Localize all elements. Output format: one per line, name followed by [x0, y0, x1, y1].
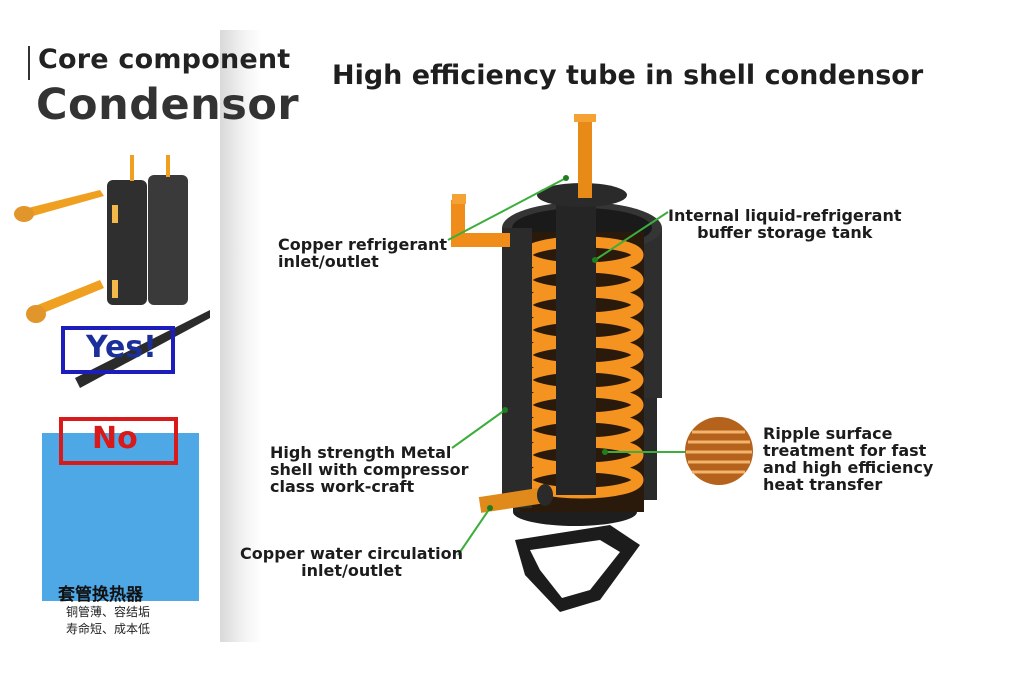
heading-bar — [28, 46, 30, 80]
leader-lines — [447, 177, 685, 556]
no-frame — [59, 417, 178, 465]
no-caption-line1: 铜管薄、容结垢 — [66, 605, 151, 619]
yes-condenser-image — [14, 155, 210, 388]
callout-line: inlet/outlet — [301, 561, 402, 580]
callout-ripple-surface: Ripple surface treatment for fast and hi… — [763, 425, 933, 493]
callout-line: and high efficiency — [763, 458, 934, 477]
condenser-diagram — [451, 114, 753, 612]
no-caption-title: 套管换热器 — [58, 585, 143, 605]
callout-line: Copper water circulation — [240, 544, 464, 563]
callout-line: inlet/outlet — [278, 252, 379, 271]
no-label: No — [92, 421, 138, 456]
callout-metal-shell: High strength Metal shell with compresso… — [270, 444, 468, 495]
callout-copper-refrigerant: Copper refrigerant inlet/outlet — [278, 236, 447, 270]
callout-line: Internal liquid-refrigerant — [668, 206, 902, 225]
callout-line: Copper refrigerant — [278, 235, 448, 254]
yes-frame — [61, 326, 175, 374]
callout-line: High strength Metal — [270, 443, 452, 462]
callout-line: shell with compressor — [270, 460, 469, 479]
no-caption-line2: 寿命短、成本低 — [66, 622, 151, 636]
callout-line: heat transfer — [763, 475, 883, 494]
condensor-label: Condensor — [36, 80, 300, 130]
watermark: b sodonsolu — [258, 340, 450, 375]
main-title: High efficiency tube in shell condensor — [332, 60, 924, 91]
callout-internal-tank: Internal liquid-refrigerant buffer stora… — [668, 207, 901, 241]
callout-line: treatment for fast — [763, 441, 927, 460]
callout-water-circulation: Copper water circulation inlet/outlet — [240, 545, 463, 579]
callout-line: buffer storage tank — [697, 223, 873, 242]
core-component-label: Core component — [38, 44, 291, 75]
callout-line: Ripple surface — [763, 424, 893, 443]
panel-shadow — [220, 30, 262, 642]
yes-label: Yes! — [86, 330, 157, 365]
callout-line: class work-craft — [270, 477, 415, 496]
